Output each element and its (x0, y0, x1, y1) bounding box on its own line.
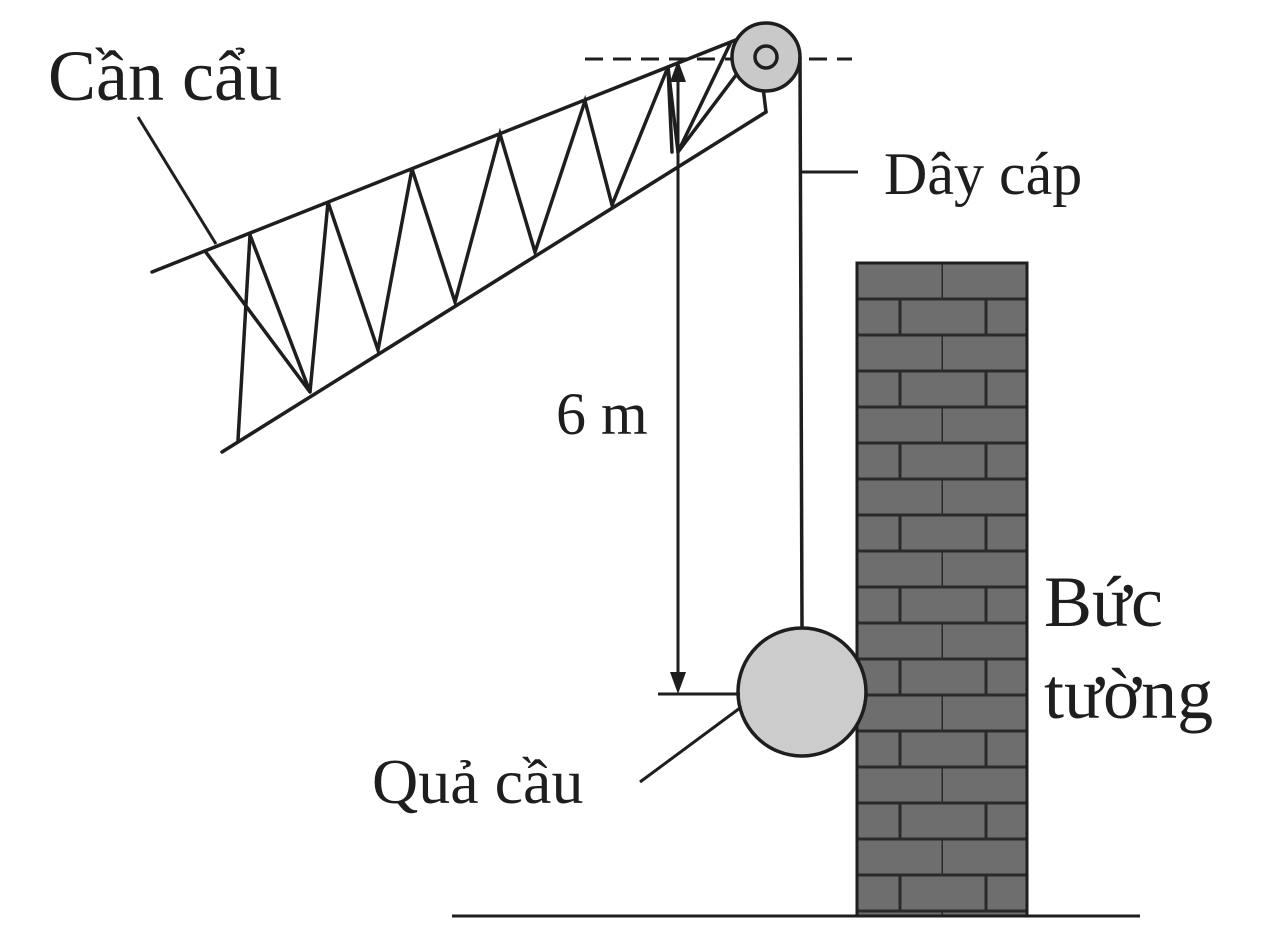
crane-label: Cần cẩu (48, 36, 282, 116)
height-arrow-top (670, 60, 686, 82)
crane-label-leader (136, 116, 218, 245)
boom-top-chord (150, 26, 768, 274)
boom-bottom-chord (220, 110, 768, 454)
boom-web-zigzag (248, 41, 768, 393)
boom-end-brace (203, 249, 312, 394)
boom-web-post (666, 65, 674, 154)
height-arrow-bottom (670, 672, 686, 694)
brick-wall (855, 261, 1029, 918)
boom-tip-brace (676, 42, 732, 154)
height-label: 6 m (556, 381, 648, 447)
wrecking-ball (736, 626, 868, 758)
wall-label-line2: tường (1044, 654, 1213, 734)
boom-end-post (236, 233, 252, 442)
crane-boom (150, 26, 768, 454)
ball-label: Quả cầu (372, 746, 583, 817)
cable-label: Dây cáp (884, 141, 1082, 207)
pulley-wheel (730, 21, 802, 93)
ball-label-leader (639, 706, 741, 784)
pulley-axle (753, 44, 779, 70)
cable (798, 56, 804, 629)
wall-label-line1: Bức (1044, 562, 1163, 642)
